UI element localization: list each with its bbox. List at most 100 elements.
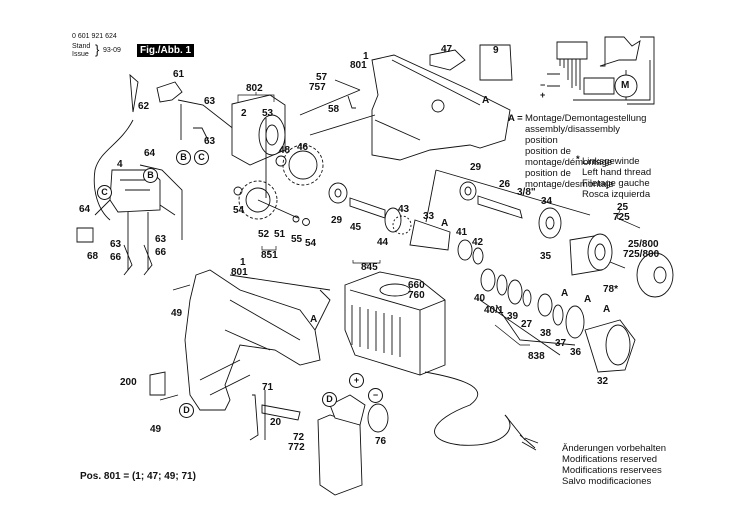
connector-marker-c: C [194, 150, 209, 165]
callout: 33 [423, 211, 435, 222]
callout: 44 [377, 237, 389, 248]
callout: 66 [155, 247, 167, 258]
callout: 63 [204, 96, 216, 107]
gears [234, 145, 323, 226]
plus-terminal-icon: + [349, 373, 364, 388]
callout: 34 [541, 196, 553, 207]
callout: 52 [258, 229, 270, 240]
callout: 25/800 [628, 239, 659, 250]
upper-housing [300, 45, 512, 160]
callout: 802 [246, 83, 263, 94]
connector-marker-d: D [322, 392, 337, 407]
callout: 4 [117, 159, 123, 170]
callout: 801 [350, 60, 367, 71]
footer-line: Modifications reservees [562, 465, 662, 476]
callout: 757 [309, 82, 326, 93]
battery-charger [345, 272, 538, 450]
assembly-legend-lines: Montage/Demontagestellung assembly/disas… [525, 113, 646, 190]
callout: 46 [297, 142, 309, 153]
assembly-legend: A = Montage/Demontagestellung assembly/d… [508, 113, 646, 190]
callout: 55 [291, 234, 303, 245]
legend-line: position de montage/desmontaje [525, 168, 614, 190]
callout: 66 [110, 252, 122, 263]
battery-pack [318, 395, 388, 495]
collar-stack [480, 269, 635, 372]
footer-line: Änderungen vorbehalten [562, 443, 667, 454]
callout: 1 [240, 257, 246, 268]
legend-line: position de montage/démontage [525, 146, 613, 168]
callout: 54 [305, 238, 317, 249]
thread-legend: * Linksgewinde Left hand thread Filetage… [576, 154, 651, 200]
brace-icon: } [95, 42, 100, 57]
figure-label: Fig./Abb. 1 [137, 44, 195, 57]
stand-label: Stand [72, 43, 91, 50]
callout: 37 [555, 338, 567, 349]
callout: 838 [528, 351, 545, 362]
callout: 42 [472, 237, 484, 248]
connector-marker-c: C [97, 185, 112, 200]
callout: 40/1 [484, 305, 504, 316]
callout: 63 [204, 136, 216, 147]
spindle [426, 170, 590, 238]
wiring-diagram [547, 37, 654, 104]
callout: 63 [155, 234, 167, 245]
callout: 760 [408, 290, 425, 301]
callout: 36 [570, 347, 582, 358]
callout: 660 [408, 280, 425, 291]
callout: 2 [241, 108, 247, 119]
callout: 772 [288, 442, 305, 453]
motor [232, 95, 285, 198]
callout: 61 [173, 69, 185, 80]
callout: 68 [87, 251, 99, 262]
chucks [570, 234, 673, 297]
callout: 29 [331, 215, 343, 226]
callout: 27 [521, 319, 533, 330]
callout: 48 [279, 145, 291, 156]
callout: 58 [328, 104, 340, 115]
callout: 38 [540, 328, 552, 339]
motor-symbol: M [621, 80, 630, 91]
callout: 25 [617, 202, 629, 213]
callout: 801 [231, 267, 248, 278]
callout: 49 [171, 308, 183, 319]
callout: 78* [603, 284, 619, 295]
callout: 41 [456, 227, 468, 238]
position-note: Pos. 801 = (1; 47; 49; 71) [80, 471, 196, 482]
legend-line: Montage/Demontagestellung [525, 113, 647, 124]
connector-marker-b: B [176, 150, 191, 165]
callout: 76 [375, 436, 387, 447]
callout: 9 [493, 45, 499, 56]
wiring-minus: − [540, 80, 546, 90]
callout: 45 [350, 222, 362, 233]
callout: 35 [540, 251, 552, 262]
wiring-plus: + [540, 90, 546, 100]
callout: 845 [361, 262, 378, 273]
callout: 200 [120, 377, 137, 388]
assembly-marker: A [584, 294, 592, 305]
callout: 29 [470, 162, 482, 173]
callout: 26 [499, 179, 511, 190]
callout: 32 [597, 376, 609, 387]
callout: 1 [363, 51, 369, 62]
issue-label: Issue [72, 51, 89, 58]
callout: 57 [316, 72, 328, 83]
footer-line: Modifications reserved [562, 454, 658, 465]
asterisk-icon: * [576, 154, 580, 165]
footer-line: Salvo modificaciones [562, 476, 652, 487]
drive-shaft [329, 183, 483, 264]
minus-terminal-icon: − [368, 388, 383, 403]
assembly-marker: A [441, 218, 449, 229]
callout: 62 [138, 101, 150, 112]
callout: 851 [261, 250, 278, 261]
assembly-marker: A [561, 288, 569, 299]
leader-lines [238, 92, 640, 345]
callout: 71 [262, 382, 274, 393]
callout: 63 [110, 239, 122, 250]
legend-line: Rosca izquierda [582, 189, 651, 200]
assembly-marker: A [603, 304, 611, 315]
assembly-marker: A [310, 314, 318, 325]
callout: 39 [507, 311, 519, 322]
legend-line: assembly/disassembly position [525, 124, 621, 146]
callout: 725 [613, 212, 630, 223]
